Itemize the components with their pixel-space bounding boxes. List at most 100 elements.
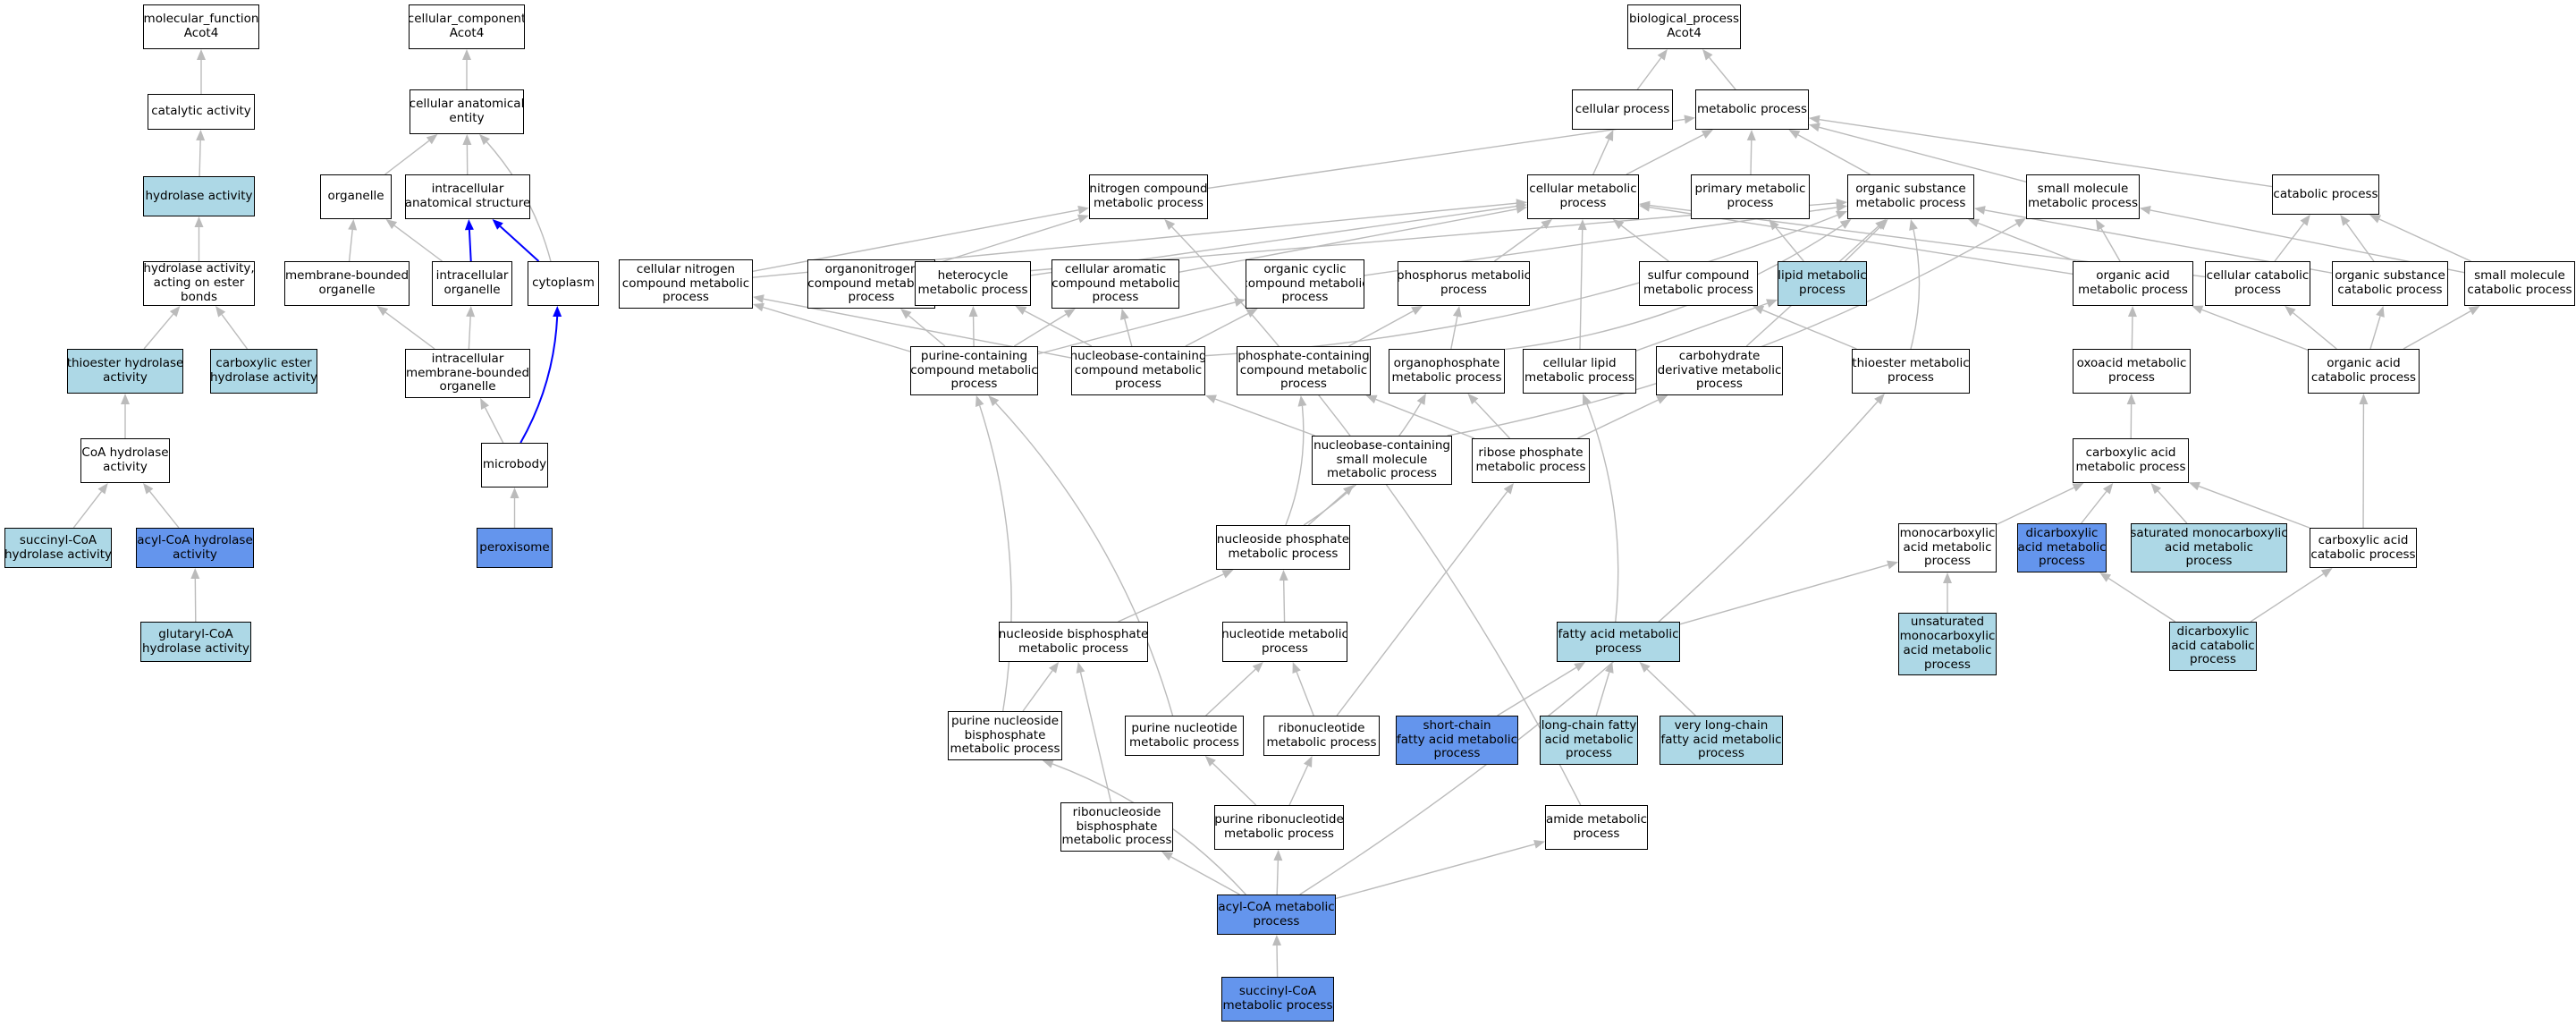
edge-nucleobase-cont-to-org-cyclic [1185, 312, 1249, 347]
edge-arrowhead [1467, 394, 1479, 405]
node-label-line: activity [103, 460, 148, 474]
node-label-line: metabolic process [2078, 283, 2188, 297]
node-label-line: acid metabolic [1903, 539, 1992, 555]
node-label-line: ribose phosphate [1478, 445, 1584, 461]
edge-mem-org-to-organelle [348, 229, 353, 262]
edge-arrowhead [1839, 219, 1852, 229]
node-label-line: organic acid [2096, 268, 2170, 284]
node-organelle[interactable]: organelle [320, 174, 392, 219]
node-label-line: process [1566, 746, 1612, 761]
node-catalytic[interactable]: catalytic activity [148, 94, 255, 130]
node-cytoplasm[interactable]: cytoplasm [528, 261, 599, 306]
edge-arrowhead [1604, 130, 1614, 141]
edge-succinyl-hyd-to-coa-hyd [72, 491, 103, 529]
node-microbody[interactable]: microbody [481, 443, 548, 488]
node-label-line: microbody [482, 457, 547, 472]
edge-purine-nucleotide-to-purine-cont [995, 403, 1174, 717]
node-label-line: catabolic process [2337, 283, 2443, 297]
node-label-line: acyl-CoA hydrolase [137, 532, 253, 547]
node-label-line: metabolic process [1697, 101, 1807, 116]
node-label-line: compound metabolic [1074, 362, 1203, 377]
edge-arrowhead [479, 134, 490, 146]
node-catabolic[interactable]: catabolic process [2272, 174, 2379, 215]
node-label-line: process [2234, 283, 2281, 297]
node-label-line: metabolic process [950, 742, 1060, 757]
edge-arrowhead [1416, 394, 1426, 405]
node-label-line: hydrolase activity [4, 547, 112, 562]
node-label-line: process [1799, 283, 1845, 297]
edge-arrowhead [1746, 130, 1756, 141]
node-label-line: organophosphate [1393, 356, 1500, 371]
node-peroxisome[interactable]: peroxisome [477, 528, 553, 568]
node-met-proc[interactable]: metabolic process [1695, 89, 1809, 130]
node-cell-proc[interactable]: cellular process [1572, 89, 1673, 130]
node-hydrolase[interactable]: hydrolase activity [143, 176, 255, 216]
